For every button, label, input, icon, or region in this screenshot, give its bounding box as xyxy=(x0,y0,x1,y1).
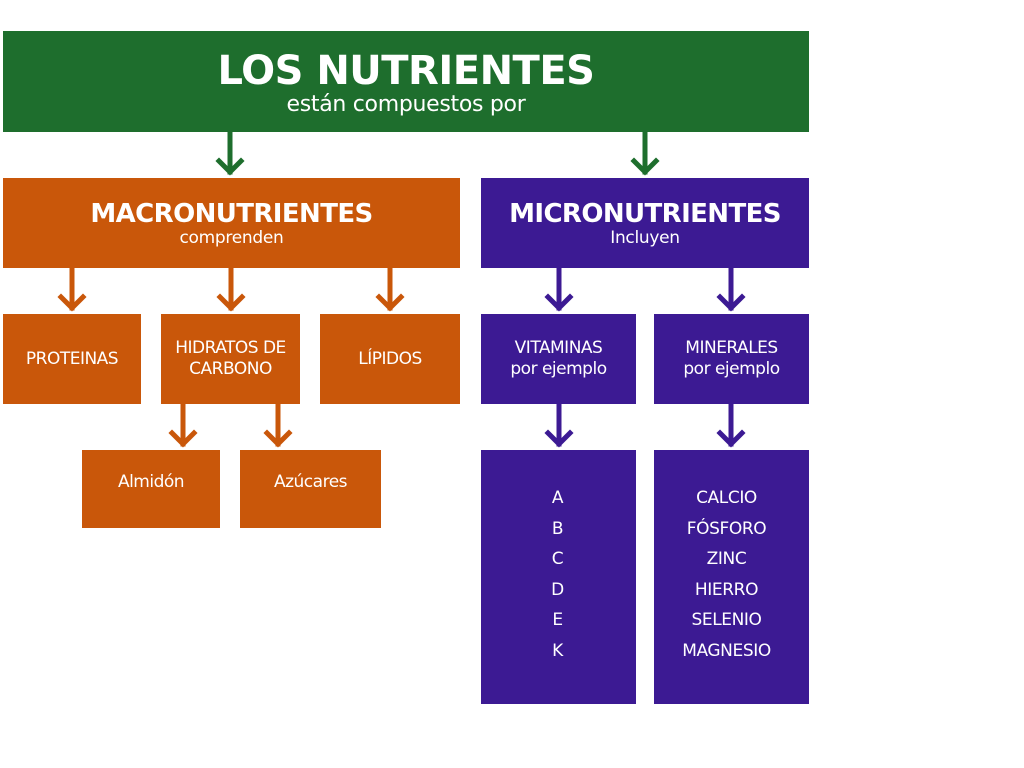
arrow-micro-to-vitaminas xyxy=(544,265,574,312)
minerales-box: MINERALES por ejemplo xyxy=(654,314,809,404)
macronutrientes-title: MACRONUTRIENTES xyxy=(90,198,373,229)
vitamina-item: B xyxy=(551,518,564,539)
mineral-item: CALCIO xyxy=(696,488,757,508)
macronutrientes-subtitle: comprenden xyxy=(179,227,284,248)
mineral-item: MAGNESIO xyxy=(682,640,771,661)
hidratos-label-line2: CARBONO xyxy=(189,359,272,379)
azucares-label: Azúcares xyxy=(273,471,348,492)
mineral-item: HIERRO xyxy=(694,579,759,600)
minerales-label-line1: MINERALES xyxy=(685,338,778,358)
vitamina-item: D xyxy=(551,579,564,600)
arrow-hidratos-to-almidon xyxy=(168,401,198,448)
arrow-minerales-to-list xyxy=(716,401,746,448)
title-box: LOS NUTRIENTES están compuestos por xyxy=(3,31,809,132)
arrow-macro-to-lipidos xyxy=(375,265,405,312)
azucares-box: Azúcares xyxy=(240,450,381,528)
mineral-item: FÓSFORO xyxy=(686,518,767,539)
diagram-subtitle: están compuestos por xyxy=(286,91,526,117)
micronutrientes-subtitle: Incluyen xyxy=(610,227,680,248)
arrow-macro-to-proteinas xyxy=(57,265,87,312)
lipidos-box: LÍPIDOS xyxy=(320,314,460,404)
minerales-list-box: CALCIO FÓSFORO ZINC HIERRO SELENIO MAGNE… xyxy=(654,450,809,704)
minerales-label-line2: por ejemplo xyxy=(683,359,780,379)
almidon-label: Almidón xyxy=(117,471,185,492)
proteinas-label: PROTEINAS xyxy=(25,348,119,369)
vitaminas-label-line2: por ejemplo xyxy=(510,359,607,379)
vitamina-item: K xyxy=(552,640,563,661)
macronutrientes-box: MACRONUTRIENTES comprenden xyxy=(3,178,460,268)
lipidos-label: LÍPIDOS xyxy=(358,348,422,369)
micronutrientes-box: MICRONUTRIENTES Incluyen xyxy=(481,178,809,268)
vitamina-item: A xyxy=(551,488,564,508)
arrow-hidratos-to-azucares xyxy=(263,401,293,448)
diagram-title: LOS NUTRIENTES xyxy=(217,47,595,94)
vitamina-item: E xyxy=(552,610,563,631)
vitaminas-box: VITAMINAS por ejemplo xyxy=(481,314,636,404)
vitaminas-label-line1: VITAMINAS xyxy=(514,338,603,358)
almidon-box: Almidón xyxy=(82,450,220,528)
arrow-micro-to-minerales xyxy=(716,265,746,312)
arrow-title-to-macro xyxy=(215,129,245,176)
proteinas-box: PROTEINAS xyxy=(3,314,141,404)
hidratos-box: HIDRATOS DE CARBONO xyxy=(161,314,300,404)
vitamina-item: C xyxy=(551,549,564,570)
mineral-item: ZINC xyxy=(706,549,747,570)
vitaminas-list-box: A B C D E K xyxy=(481,450,636,704)
hidratos-label-line1: HIDRATOS DE xyxy=(175,338,286,358)
mineral-item: SELENIO xyxy=(691,610,762,631)
micronutrientes-title: MICRONUTRIENTES xyxy=(509,198,781,229)
arrow-vitaminas-to-list xyxy=(544,401,574,448)
arrow-title-to-micro xyxy=(630,129,660,176)
arrow-macro-to-hidratos xyxy=(216,265,246,312)
